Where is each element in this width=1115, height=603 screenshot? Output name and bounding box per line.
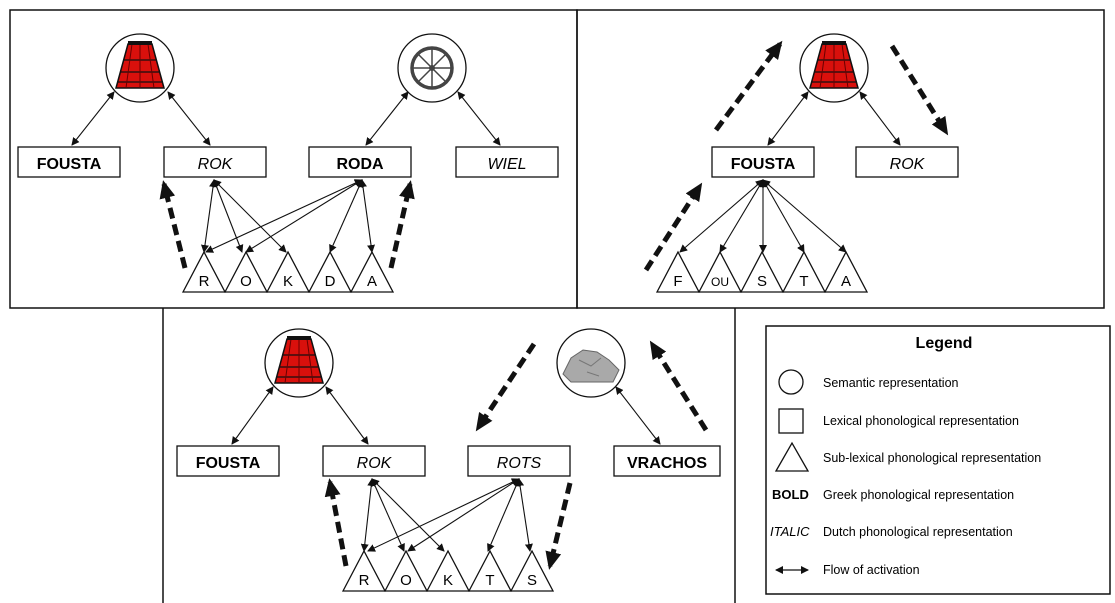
word-rots: ROTS xyxy=(467,445,571,477)
strong-activation-arrows xyxy=(643,40,949,272)
legend-item-lexical: Lexical phonological representation xyxy=(778,408,1019,434)
panel-rok-rots: FOUSTA ROK ROTS VRACHOS xyxy=(162,308,736,603)
legend-label: Dutch phonological representation xyxy=(823,525,1013,539)
letter-label: S xyxy=(757,273,767,290)
letter-label: D xyxy=(325,273,336,290)
circle-icon xyxy=(778,369,804,395)
concept-wheel xyxy=(397,33,467,103)
word-rok: ROK xyxy=(322,445,426,477)
letter-label: O xyxy=(240,273,252,290)
word-label: FOUSTA xyxy=(196,455,261,472)
word-label: ROK xyxy=(890,156,926,173)
word-label: FOUSTA xyxy=(37,156,102,173)
strong-activation-arrows xyxy=(159,180,415,269)
activation-links xyxy=(679,91,901,253)
letter-row: F OU S T A xyxy=(655,250,869,293)
word-rok: ROK xyxy=(855,146,959,178)
panel-rok-roda: FOUSTA ROK RODA WIEL xyxy=(9,9,578,309)
legend-label: Flow of activation xyxy=(823,563,920,577)
legend-box xyxy=(765,325,1111,595)
word-fousta: FOUSTA xyxy=(17,146,121,178)
word-label: VRACHOS xyxy=(627,455,707,472)
activation-links xyxy=(231,386,661,552)
letter-label: S xyxy=(527,572,537,589)
word-label: WIEL xyxy=(487,156,526,173)
italic-symbol: ITALIC xyxy=(770,524,810,539)
letter-label: F xyxy=(673,273,682,290)
concept-skirt xyxy=(264,328,334,398)
word-roda: RODA xyxy=(308,146,412,178)
legend-item-dutch: ITALIC Dutch phonological representation xyxy=(770,524,1013,539)
panel-fousta: FOUSTA ROK F OU S T A xyxy=(576,9,1105,309)
letter-label: A xyxy=(367,273,377,290)
word-wiel: WIEL xyxy=(455,146,559,178)
legend-item-semantic: Semantic representation xyxy=(778,369,959,395)
letter-row: R O K D A xyxy=(181,250,395,293)
word-vrachos: VRACHOS xyxy=(613,445,721,477)
letter-label: O xyxy=(400,572,412,589)
legend-item-greek: BOLD Greek phonological representation xyxy=(772,487,1014,502)
letter-label: OU xyxy=(711,275,729,289)
word-label: FOUSTA xyxy=(731,156,796,173)
legend-label: Greek phonological representation xyxy=(823,488,1014,502)
word-label: RODA xyxy=(336,156,384,173)
wheel-icon xyxy=(410,46,454,90)
word-label: ROK xyxy=(198,156,234,173)
concept-rock xyxy=(556,328,626,398)
triangle-icon xyxy=(774,441,810,472)
legend-label: Sub-lexical phonological representation xyxy=(823,451,1041,465)
bold-symbol: BOLD xyxy=(772,487,809,502)
letter-label: R xyxy=(199,273,210,290)
letter-label: T xyxy=(799,273,808,290)
concept-skirt xyxy=(799,33,869,103)
panel-border xyxy=(576,9,1105,309)
legend-item-flow: Flow of activation xyxy=(775,563,920,577)
legend-label: Lexical phonological representation xyxy=(823,414,1019,428)
legend-label: Semantic representation xyxy=(823,376,959,390)
word-fousta: FOUSTA xyxy=(711,146,815,178)
letter-label: T xyxy=(485,572,494,589)
letter-label: A xyxy=(841,273,851,290)
legend-title: Legend xyxy=(916,335,973,352)
word-fousta: FOUSTA xyxy=(176,445,280,477)
letter-label: R xyxy=(359,572,370,589)
word-label: ROK xyxy=(357,455,393,472)
letter-row: R O K T S xyxy=(341,549,555,592)
legend-item-sublexical: Sub-lexical phonological representation xyxy=(774,441,1041,472)
word-rok: ROK xyxy=(163,146,267,178)
legend: Legend Semantic representation Lexical p… xyxy=(765,325,1111,595)
activation-links xyxy=(71,91,501,253)
word-label: ROTS xyxy=(497,455,542,472)
letter-label: K xyxy=(283,273,293,290)
square-icon xyxy=(778,408,804,434)
concept-skirt xyxy=(105,33,175,103)
strong-activation-arrows xyxy=(324,340,709,570)
letter-label: K xyxy=(443,572,453,589)
